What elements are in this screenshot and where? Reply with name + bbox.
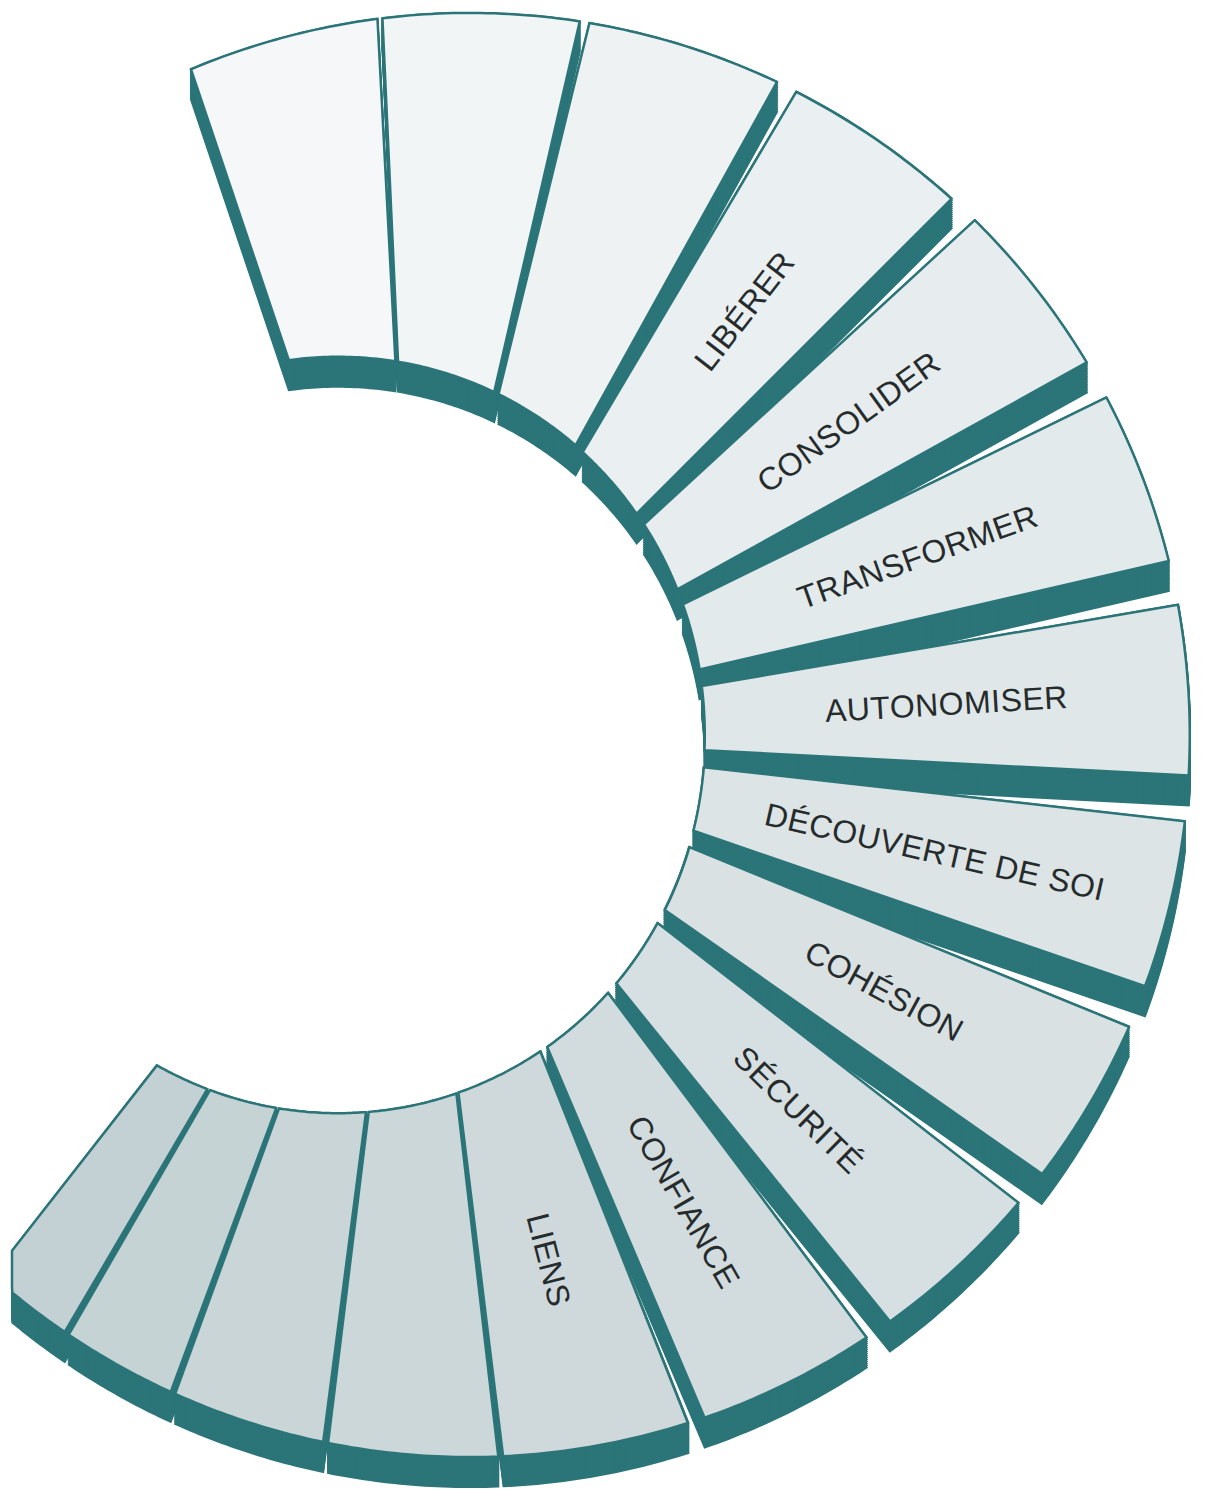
stair-step xyxy=(191,19,395,361)
stair-riser-face xyxy=(191,19,395,361)
stair-step xyxy=(12,1065,207,1332)
stair-riser xyxy=(191,19,395,391)
step-tread xyxy=(532,81,953,547)
stair-step: AUTONOMISER xyxy=(703,660,1190,748)
